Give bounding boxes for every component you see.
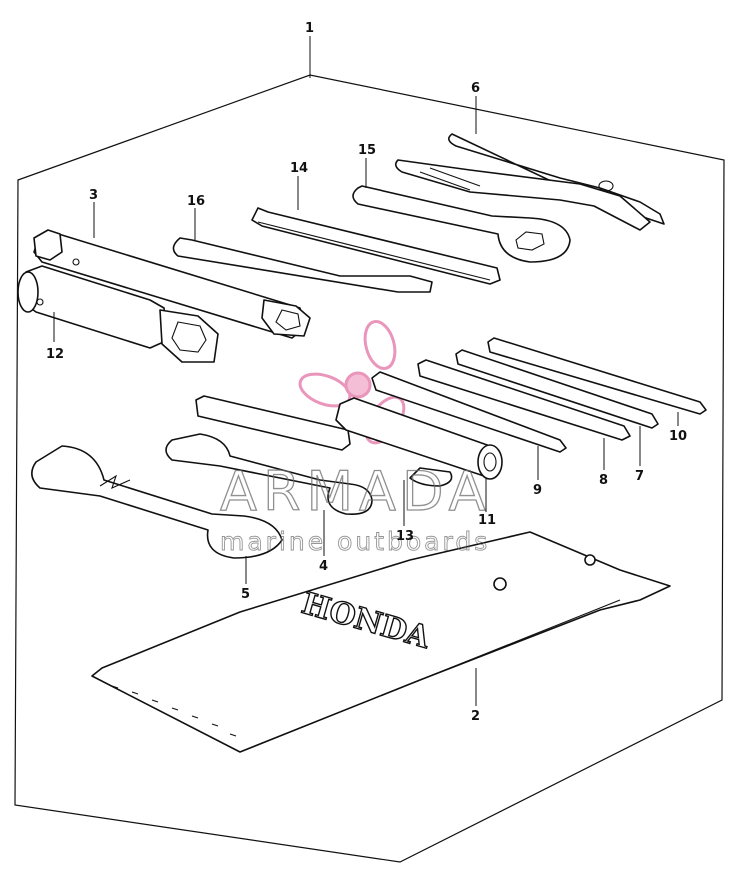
label-part-6: 6	[471, 81, 480, 96]
part-15-box-spanner	[352, 185, 571, 263]
label-part-14: 14	[290, 161, 308, 176]
label-part-16: 16	[187, 194, 205, 209]
leader-lines	[53, 36, 679, 706]
label-part-7: 7	[635, 469, 644, 484]
label-part-10: 10	[669, 429, 687, 444]
label-part-3: 3	[89, 188, 98, 203]
label-part-2: 2	[471, 709, 480, 724]
watermark-subtitle: marine outboards	[220, 527, 490, 556]
label-part-8: 8	[599, 473, 608, 488]
label-part-11: 11	[478, 513, 496, 528]
part-8-screwdriver	[417, 359, 631, 441]
part-labels: 1 2 3 4 5 6 7 8 9 10 11 12 13 14 15 16	[46, 21, 687, 724]
part-6-pliers	[394, 133, 665, 231]
watermark-title: ARMADA	[220, 460, 492, 523]
label-part-12: 12	[46, 347, 64, 362]
part-12-socket-tube	[17, 265, 219, 363]
label-part-5: 5	[241, 587, 250, 602]
part-11-socket-handle	[195, 395, 503, 480]
label-part-15: 15	[358, 143, 376, 158]
part-10-screwdriver-bar	[487, 337, 707, 415]
part-16-hook-spanner	[172, 237, 433, 293]
part-3-box-wrench	[33, 229, 311, 339]
part-9-screwdriver	[371, 371, 567, 453]
part-4-open-end-wrench	[165, 433, 453, 516]
part-14-flat-bar	[251, 207, 501, 285]
label-part-1: 1	[305, 21, 314, 36]
label-part-13: 13	[396, 529, 414, 544]
part-5-open-end-wrench	[31, 445, 283, 559]
label-part-4: 4	[319, 559, 328, 574]
part-7-screwdriver	[455, 349, 659, 429]
part-2-tool-pouch: HONDA	[91, 531, 671, 753]
label-part-9: 9	[533, 483, 542, 498]
